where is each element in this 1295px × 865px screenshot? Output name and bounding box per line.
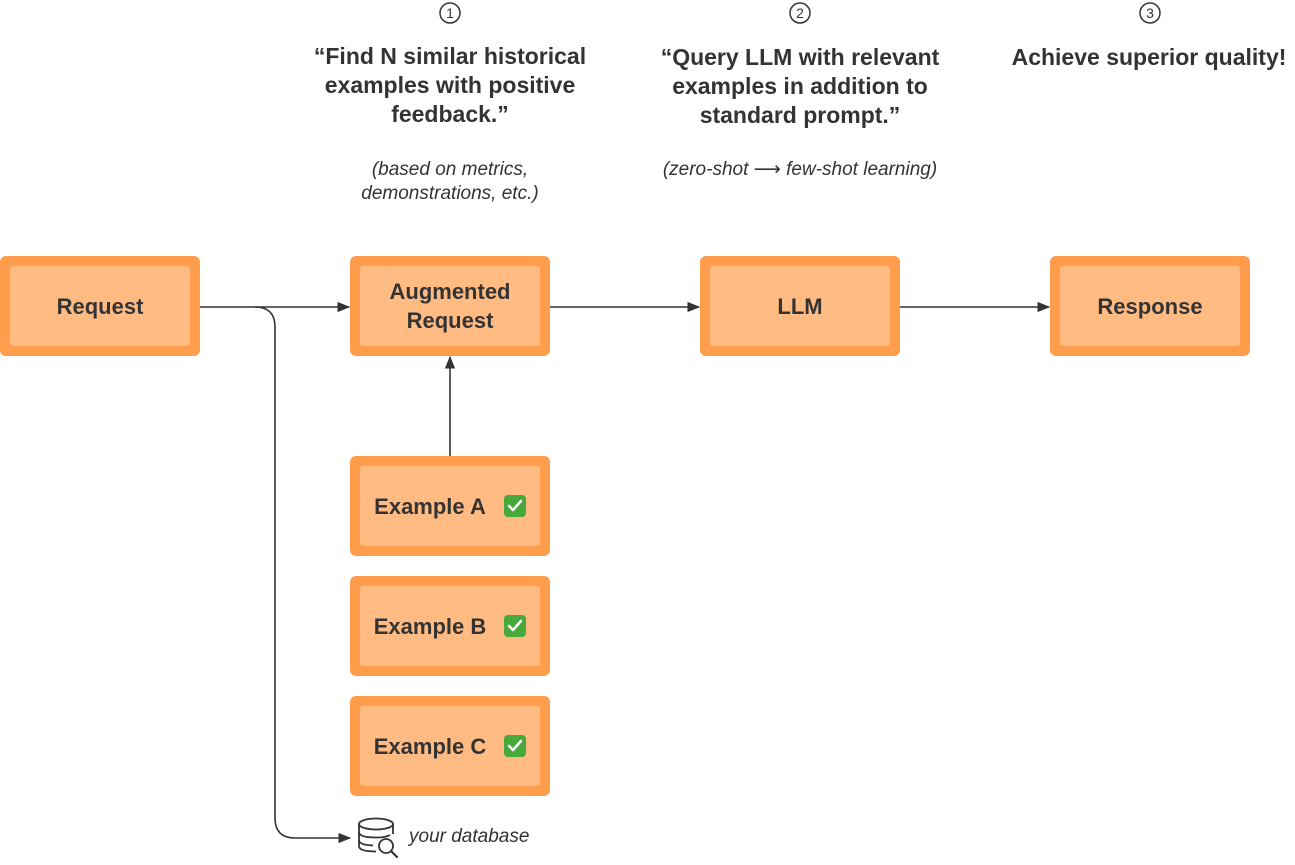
example-b-label: Example B <box>373 613 487 639</box>
augmented-request-label: Augmented Request <box>389 279 511 333</box>
example-b-node: Example B <box>350 576 550 676</box>
step-1-title: “Find N similar historical examples with… <box>313 43 587 127</box>
example-a-node: Example A <box>350 456 550 556</box>
response-node: Response <box>1050 256 1250 356</box>
augmented-request-node: Augmented Request <box>350 256 550 356</box>
step-2-note: (zero-shot ⟶ few-shot learning) <box>662 159 938 180</box>
check-icon <box>503 495 526 517</box>
llm-label: LLM <box>777 293 823 319</box>
database-search-icon <box>356 816 400 860</box>
step-2-number: 2 <box>796 5 804 21</box>
llm-node: LLM <box>700 256 900 356</box>
step-3-title: Achieve superior quality! <box>1011 44 1287 70</box>
step-2-title: “Query LLM with relevant examples in add… <box>660 44 940 128</box>
line-request-to-database <box>254 306 352 844</box>
step-3-number-icon: 3 <box>1138 1 1162 25</box>
check-icon <box>504 615 527 637</box>
step-1-number-icon: 1 <box>438 1 462 25</box>
request-node: Request <box>0 256 200 356</box>
step-1-number: 1 <box>446 5 454 21</box>
check-icon <box>504 735 527 757</box>
example-c-node: Example C <box>350 696 550 796</box>
database-label: your database <box>409 826 530 847</box>
step-2-number-icon: 2 <box>788 1 812 25</box>
response-label: Response <box>1097 293 1203 319</box>
example-a-label: Example A <box>374 493 486 519</box>
request-label: Request <box>56 293 144 319</box>
step-1-note: (based on metrics, demonstrations, etc.) <box>361 159 539 204</box>
example-c-label: Example C <box>373 733 487 759</box>
step-3-number: 3 <box>1146 5 1154 21</box>
